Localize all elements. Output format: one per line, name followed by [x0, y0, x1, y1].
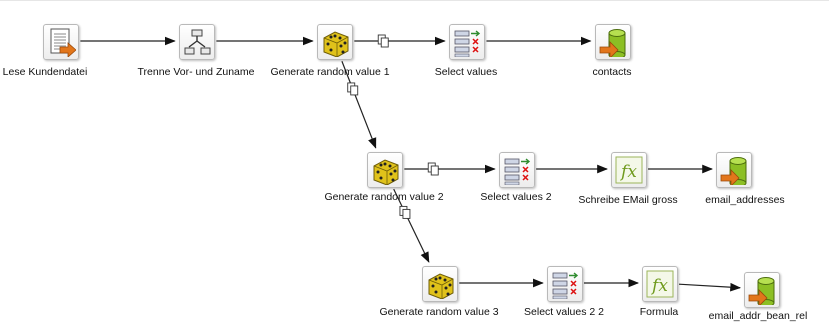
svg-text:fx: fx [650, 276, 668, 296]
formula-icon[interactable]: fx [642, 266, 678, 302]
select-values-icon[interactable] [499, 152, 535, 188]
copy-rows-icon [377, 34, 389, 48]
svg-text:fx: fx [619, 162, 637, 182]
split-fields-icon[interactable] [179, 24, 215, 60]
step-label: Generate random value 1 [270, 66, 390, 78]
table-output-icon[interactable] [716, 152, 752, 188]
step-label: Lese Kundendatei [2, 66, 88, 78]
dice-icon[interactable] [317, 24, 353, 60]
text-file-input-icon[interactable] [43, 24, 79, 60]
step-label: Formula [639, 306, 679, 318]
hop-arrow-n3-n6[interactable] [341, 61, 377, 149]
step-label: Select values [434, 66, 498, 78]
hop-arrow-n6-n10[interactable] [393, 188, 430, 263]
step-label: email_addr_bean_rel [708, 310, 808, 322]
dice-icon[interactable] [367, 152, 403, 188]
step-label: Select values 2 2 [524, 306, 604, 318]
step-label: email_addresses [705, 194, 785, 206]
step-label: Generate random value 3 [379, 306, 499, 318]
formula-icon[interactable]: fx [611, 152, 647, 188]
select-values-icon[interactable] [449, 24, 485, 60]
step-label: Generate random value 2 [324, 191, 444, 203]
hop-arrow-n12-n13[interactable] [678, 282, 742, 292]
copy-rows-icon [399, 205, 411, 219]
step-label: Schreibe EMail gross [578, 194, 678, 206]
table-output-icon[interactable] [744, 272, 780, 308]
step-label: Select values 2 [480, 191, 552, 203]
dice-icon[interactable] [422, 266, 458, 302]
copy-rows-icon [427, 162, 439, 176]
select-values-icon[interactable] [547, 266, 583, 302]
step-label: Trenne Vor- und Zuname [137, 66, 255, 78]
step-label: contacts [592, 66, 632, 78]
copy-rows-icon [347, 82, 359, 96]
table-output-icon[interactable] [595, 24, 631, 60]
